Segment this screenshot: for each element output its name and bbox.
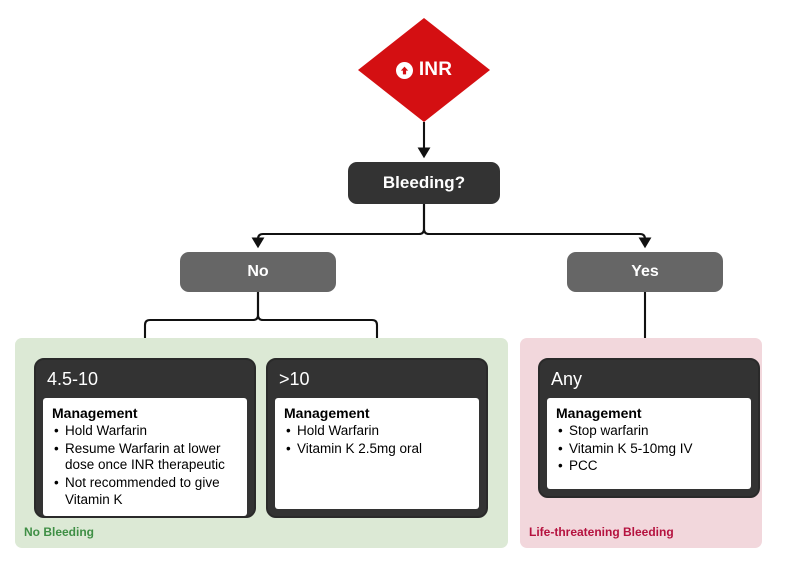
list-item: Not recommended to give Vitamin K	[52, 475, 239, 508]
panel-life-threatening-label: Life-threatening Bleeding	[529, 525, 674, 539]
card-inr-any-header: Any	[551, 369, 583, 389]
node-bleeding-decision[interactable]: Bleeding?	[348, 162, 500, 204]
node-branch-no-label: No	[247, 263, 269, 280]
card-inr-4-5-to-10[interactable]: 4.5-10 Management Hold Warfarin Resume W…	[34, 358, 256, 518]
list-item: Stop warfarin	[556, 423, 743, 440]
node-branch-yes-label: Yes	[631, 263, 659, 280]
node-inr-elevated[interactable]: INR	[358, 18, 490, 122]
arrow-up-circle-icon	[395, 61, 413, 79]
list-item: Vitamin K 2.5mg oral	[284, 441, 471, 458]
list-item: PCC	[556, 458, 743, 475]
card-inr-4-5-to-10-body: Management Hold Warfarin Resume Warfarin…	[43, 398, 247, 516]
list-item: Vitamin K 5-10mg IV	[556, 441, 743, 458]
node-branch-no[interactable]: No	[180, 252, 336, 292]
management-title: Management	[556, 405, 642, 421]
card-inr-greater-than-10-header: >10	[279, 369, 310, 389]
card-inr-4-5-to-10-header: 4.5-10	[47, 369, 99, 389]
management-list: Hold Warfarin Resume Warfarin at lower d…	[52, 423, 239, 509]
management-list: Stop warfarin Vitamin K 5-10mg IV PCC	[556, 423, 743, 475]
node-branch-yes[interactable]: Yes	[567, 252, 723, 292]
list-item: Resume Warfarin at lower dose once INR t…	[52, 441, 239, 474]
management-list: Hold Warfarin Vitamin K 2.5mg oral	[284, 423, 471, 457]
card-inr-greater-than-10-body: Management Hold Warfarin Vitamin K 2.5mg…	[275, 398, 479, 509]
management-title: Management	[284, 405, 370, 421]
panel-no-bleeding-label: No Bleeding	[24, 525, 95, 539]
card-inr-greater-than-10[interactable]: >10 Management Hold Warfarin Vitamin K 2…	[266, 358, 488, 518]
node-inr-label: INR	[418, 59, 453, 80]
node-inr-label-group: INR	[358, 18, 490, 122]
card-inr-any-body: Management Stop warfarin Vitamin K 5-10m…	[547, 398, 751, 489]
node-bleeding-label: Bleeding?	[382, 173, 466, 192]
list-item: Hold Warfarin	[284, 423, 471, 440]
management-title: Management	[52, 405, 138, 421]
card-inr-any[interactable]: Any Management Stop warfarin Vitamin K 5…	[538, 358, 760, 498]
list-item: Hold Warfarin	[52, 423, 239, 440]
